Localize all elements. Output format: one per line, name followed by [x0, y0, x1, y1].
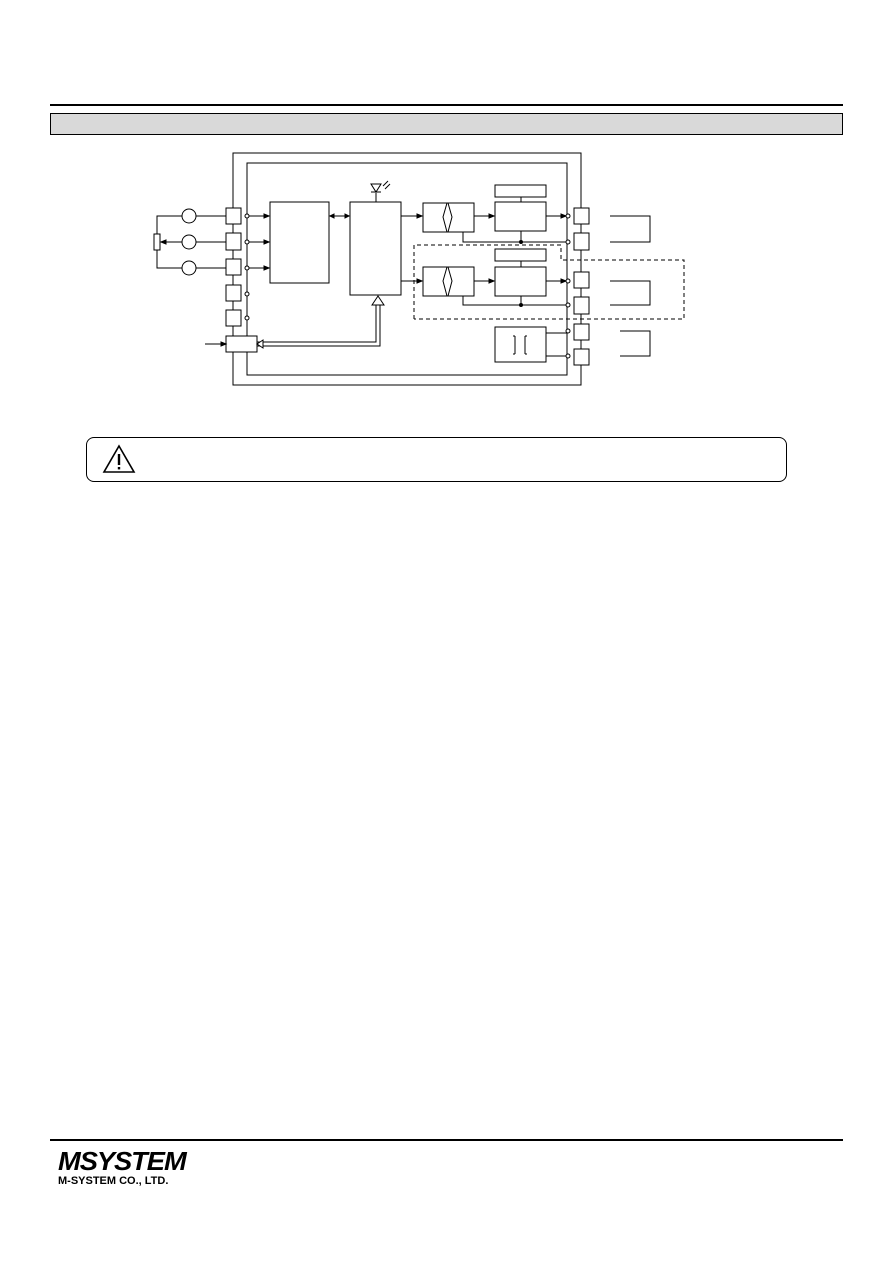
warning-box [86, 437, 787, 482]
cpu-block [349, 201, 402, 296]
isolator-1b [447, 202, 475, 233]
power-connector [225, 335, 258, 353]
sensor-circle-2 [181, 234, 197, 250]
power-terminal-2 [573, 348, 590, 366]
bottom-rule [50, 1139, 843, 1141]
company-logo: MSYSTEM M-SYSTEM CO., LTD. [58, 1148, 188, 1188]
input-terminal-2 [225, 232, 242, 251]
block-diagram [153, 152, 685, 386]
isolator-2b [447, 266, 475, 297]
sensor-circle-3 [181, 260, 197, 276]
input-terminal-4 [225, 284, 242, 302]
potentiometer [153, 233, 161, 251]
input-terminal-1 [225, 207, 242, 225]
output-block-1 [494, 201, 547, 232]
section-header-bar [50, 113, 843, 135]
output-terminal-2 [573, 232, 590, 251]
company-name: M-SYSTEM CO., LTD. [58, 1175, 169, 1187]
logo-wordmark: MSYSTEM [58, 1146, 187, 1176]
outer-frame [232, 152, 582, 386]
power-terminal-1 [573, 323, 590, 341]
output-terminal-1 [573, 207, 590, 225]
inner-frame [246, 162, 568, 376]
sensor-circle-1 [181, 208, 197, 224]
isolator-1a [422, 202, 448, 233]
output-terminal-4 [573, 296, 590, 315]
input-terminal-3 [225, 258, 242, 276]
output-label-box-1 [494, 184, 547, 198]
top-rule [50, 104, 843, 106]
output-label-box-2 [494, 248, 547, 262]
input-circuit-block [269, 201, 330, 284]
input-terminal-5 [225, 309, 242, 327]
output-block-2 [494, 266, 547, 297]
warning-icon [102, 444, 136, 473]
output-terminal-3 [573, 271, 590, 289]
isolator-2a [422, 266, 448, 297]
power-supply-block [494, 326, 547, 363]
